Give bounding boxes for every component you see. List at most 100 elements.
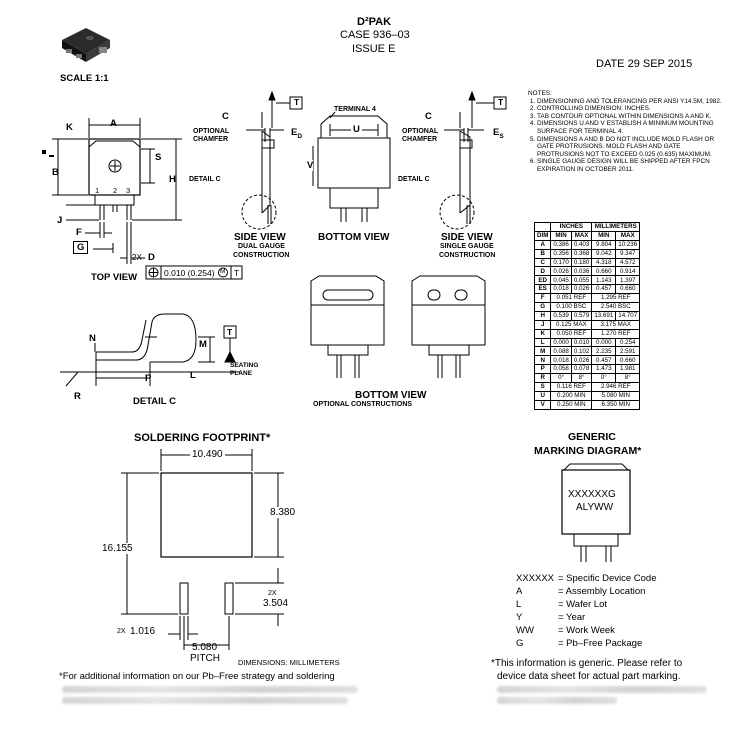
- table-cell: 0.010: [570, 337, 593, 348]
- side-view-single-title: SIDE VIEW: [441, 232, 493, 243]
- table-cell: 0.660: [591, 266, 617, 277]
- legend-meaning: = Pb–Free Package: [558, 638, 643, 649]
- table-cell: 0.026: [570, 355, 593, 366]
- table-cell: 0.254: [615, 337, 641, 348]
- table-cell: 0.000: [591, 337, 617, 348]
- dim-c-single-label: C: [425, 111, 432, 122]
- issue-label: ISSUE E: [352, 43, 396, 55]
- table-cell: 0.036: [570, 266, 593, 277]
- table-cell: 0.088: [550, 346, 572, 357]
- legend-meaning: = Year: [558, 612, 586, 623]
- datum-t-detail: T: [227, 327, 233, 337]
- table-cell: 0.368: [570, 248, 593, 259]
- pin-3-label: 3: [126, 186, 131, 195]
- footprint-pin-height-count: 2X: [268, 590, 277, 597]
- footprint-width: 10.490: [190, 449, 225, 460]
- footprint-pin-height: 3.504: [263, 598, 289, 609]
- table-cell: 0.386: [550, 239, 572, 250]
- package-title: D²PAK: [357, 16, 392, 28]
- table-cell: 0.180: [570, 257, 593, 268]
- table-cell-dim: S: [533, 382, 552, 392]
- table-cell: 0.078: [570, 364, 593, 375]
- side-view-dual-title: SIDE VIEW: [234, 232, 286, 243]
- dim-v-label: V: [307, 160, 314, 171]
- case-number: CASE 936–03: [340, 29, 410, 41]
- table-cell: 1.270 REF: [591, 328, 641, 339]
- marking-footnote-line2: device data sheet for actual part markin…: [497, 671, 681, 682]
- table-cell: 0.457: [591, 355, 617, 366]
- table-cell: 0.058: [550, 364, 572, 375]
- table-cell-dim: N: [533, 355, 552, 366]
- blurred-footnote-line: [497, 686, 707, 693]
- bottom-view-optional-title: BOTTOM VIEW: [355, 390, 427, 401]
- table-cell-dim: U: [533, 390, 552, 401]
- legend-code: WW: [516, 625, 534, 636]
- table-cell: 0.539: [550, 310, 572, 321]
- table-cell: 0.660: [615, 284, 641, 295]
- table-cell: 0.102: [570, 346, 593, 357]
- datum-t-frame: T: [234, 268, 240, 278]
- table-col-header: MIN: [591, 230, 617, 241]
- legend-row: XXXXXX= Specific Device Code: [516, 572, 656, 585]
- legend-code: G: [516, 638, 524, 649]
- table-cell-dim: J: [533, 319, 552, 330]
- table-cell: 4.318: [591, 257, 617, 268]
- table-group-mm: MILLIMETERS: [591, 222, 641, 232]
- table-cell: 14.707: [615, 310, 641, 321]
- dim-h-label: H: [169, 174, 176, 185]
- table-cell: 0°: [550, 373, 572, 384]
- legend-code: A: [516, 586, 523, 597]
- footprint-overall: 16.155: [100, 543, 135, 554]
- note-item: DIMENSIONS A AND B DO NOT INCLUDE MOLD F…: [537, 136, 728, 159]
- detail-c-ref-dual: DETAIL C: [189, 176, 221, 183]
- table-cell: 3.175 MAX: [591, 319, 641, 330]
- footprint-pitch-label: PITCH: [190, 653, 220, 664]
- count-2x-label: 2X: [132, 253, 142, 262]
- table-cell-dim: ED: [533, 275, 552, 286]
- note-item: TAB CONTOUR OPTIONAL WITHIN DIMENSIONS A…: [537, 113, 728, 121]
- legend-row: WW= Work Week: [516, 624, 656, 637]
- dim-s-label: S: [155, 152, 162, 163]
- legend-meaning: = Wafer Lot: [558, 599, 608, 610]
- table-cell: 0.403: [570, 239, 593, 250]
- table-cell: 0.200 MIN: [550, 390, 593, 401]
- note-item: DIMENSIONING AND TOLERANCING PER ANSI Y1…: [537, 98, 728, 106]
- legend-meaning: = Assembly Location: [558, 586, 646, 597]
- table-cell: 1.981: [615, 364, 641, 375]
- note-item: SINGLE GAUGE DESIGN WILL BE SHIPPED AFTE…: [537, 158, 728, 173]
- dim-g-label: G: [73, 241, 89, 254]
- table-cell: 13.691: [591, 310, 617, 321]
- side-view-single-sub2: CONSTRUCTION: [439, 252, 496, 259]
- table-cell: 0.018: [550, 355, 572, 366]
- top-view-title: TOP VIEW: [91, 272, 138, 283]
- dim-p-label: P: [145, 373, 152, 384]
- table-cell: 0.116 REF: [550, 382, 593, 392]
- marking-title-line1: GENERIC: [568, 431, 616, 443]
- marking-title-line2: MARKING DIAGRAM*: [534, 445, 642, 457]
- table-cell-dim: H: [533, 310, 552, 321]
- dim-c-dual-label: C: [222, 111, 229, 122]
- table-cell-dim: G: [533, 302, 552, 312]
- side-view-single-sub1: SINGLE GAUGE: [440, 243, 494, 250]
- table-cell-dim: F: [533, 293, 552, 304]
- footprint-drawing: [121, 449, 284, 650]
- marking-line1: XXXXXXG: [568, 489, 616, 500]
- legend-meaning: = Specific Device Code: [558, 573, 657, 584]
- table-cell: 9.042: [591, 248, 617, 259]
- table-cell: 2.946 REF: [591, 382, 641, 392]
- table-cell: 0.055: [570, 275, 593, 286]
- table-cell: 0.250 MIN: [550, 399, 593, 410]
- detail-c-ref-single: DETAIL C: [398, 176, 430, 183]
- table-col-header: MAX: [570, 230, 593, 241]
